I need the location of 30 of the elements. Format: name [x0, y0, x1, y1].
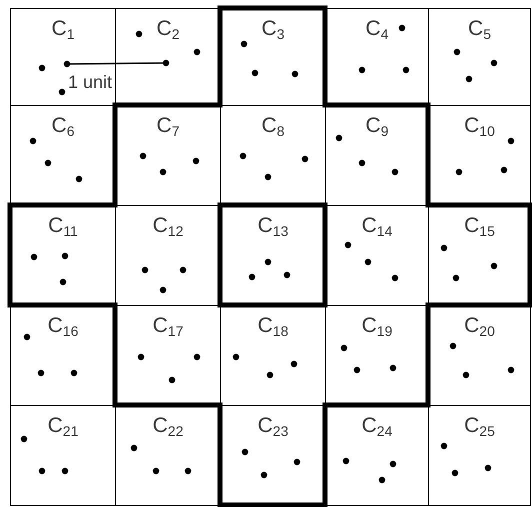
- cell-label: C$_{14}$: [362, 214, 392, 240]
- cell-label: C$_{24}$: [362, 414, 392, 440]
- dimension-label: 1 unit: [68, 73, 112, 91]
- cell-label: C$_{3}$: [262, 17, 284, 42]
- grid-cell: [10, 405, 116, 506]
- cell-label: C$_{11}$: [48, 214, 78, 240]
- cell-label: C$_{19}$: [362, 314, 392, 340]
- cell-label: C$_{9}$: [366, 114, 388, 140]
- cell-label: C$_{6}$: [52, 114, 74, 140]
- grid-cell: [428, 8, 531, 106]
- cell-label: C$_{4}$: [366, 17, 388, 42]
- cell-label: C$_{25}$: [464, 414, 495, 440]
- cell-label: C$_{23}$: [258, 414, 288, 440]
- grid-cell: [10, 8, 116, 106]
- cell-label: C$_{20}$: [464, 314, 495, 340]
- cell-label: C$_{13}$: [258, 214, 288, 240]
- cell-label: C$_{5}$: [468, 17, 491, 42]
- cell-label: C$_{10}$: [464, 114, 495, 140]
- cell-label: C$_{2}$: [156, 17, 180, 42]
- cell-label: C$_{12}$: [152, 214, 184, 240]
- cell-label: C$_{1}$: [52, 17, 74, 42]
- grid-cell: [428, 405, 531, 506]
- cell-label: C$_{21}$: [48, 414, 78, 440]
- cell-label: C$_{18}$: [258, 314, 288, 340]
- cell-label: C$_{16}$: [48, 314, 78, 340]
- cell-label: C$_{8}$: [262, 114, 284, 140]
- cell-label: C$_{15}$: [464, 214, 495, 240]
- cell-label: C$_{22}$: [152, 414, 184, 440]
- cell-label: C$_{7}$: [156, 114, 180, 140]
- cell-label: C$_{17}$: [152, 314, 184, 340]
